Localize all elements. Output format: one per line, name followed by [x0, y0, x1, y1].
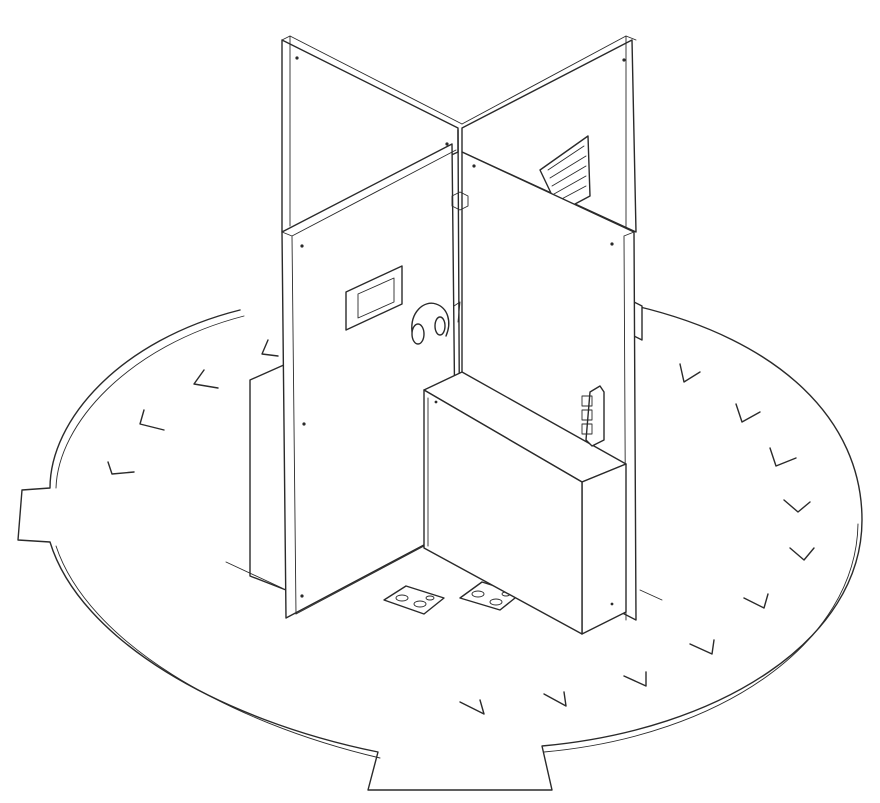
round-platform	[17, 305, 863, 791]
footprint-pad-left	[383, 585, 445, 615]
chevron-5	[679, 363, 701, 383]
chevron-10	[743, 593, 769, 609]
chevron-14	[459, 699, 485, 715]
wall-display	[345, 265, 403, 331]
screen-glass	[357, 277, 395, 319]
chevron-1	[261, 339, 279, 357]
screen-bezel	[345, 265, 403, 331]
hook	[453, 301, 461, 323]
left-rear-box	[249, 363, 287, 591]
chevron-12	[623, 671, 647, 687]
direction-chevrons	[107, 339, 815, 715]
desk-side	[423, 389, 583, 635]
power-outlets	[581, 385, 605, 447]
earcup-right	[434, 316, 446, 336]
chevron-7	[769, 447, 797, 467]
headphones-on-hook	[411, 301, 461, 345]
chevron-13	[543, 691, 567, 707]
panel-back-right	[461, 39, 637, 233]
chevron-11	[689, 639, 715, 655]
chevron-3	[139, 409, 165, 431]
earcup-left	[411, 323, 425, 345]
chevron-9	[789, 547, 815, 561]
desk-front	[581, 463, 627, 635]
platform-rim-right	[543, 523, 859, 753]
chevron-8	[783, 499, 811, 513]
counter-shelf	[423, 371, 627, 635]
chevron-2	[193, 369, 219, 389]
platform-inner-edge	[55, 315, 245, 489]
platform-rim-front	[55, 545, 381, 759]
platform-outline	[17, 305, 863, 791]
chevron-4	[107, 461, 135, 475]
chevron-6	[735, 403, 761, 423]
headband	[411, 302, 450, 337]
hinge-upper	[451, 191, 469, 211]
